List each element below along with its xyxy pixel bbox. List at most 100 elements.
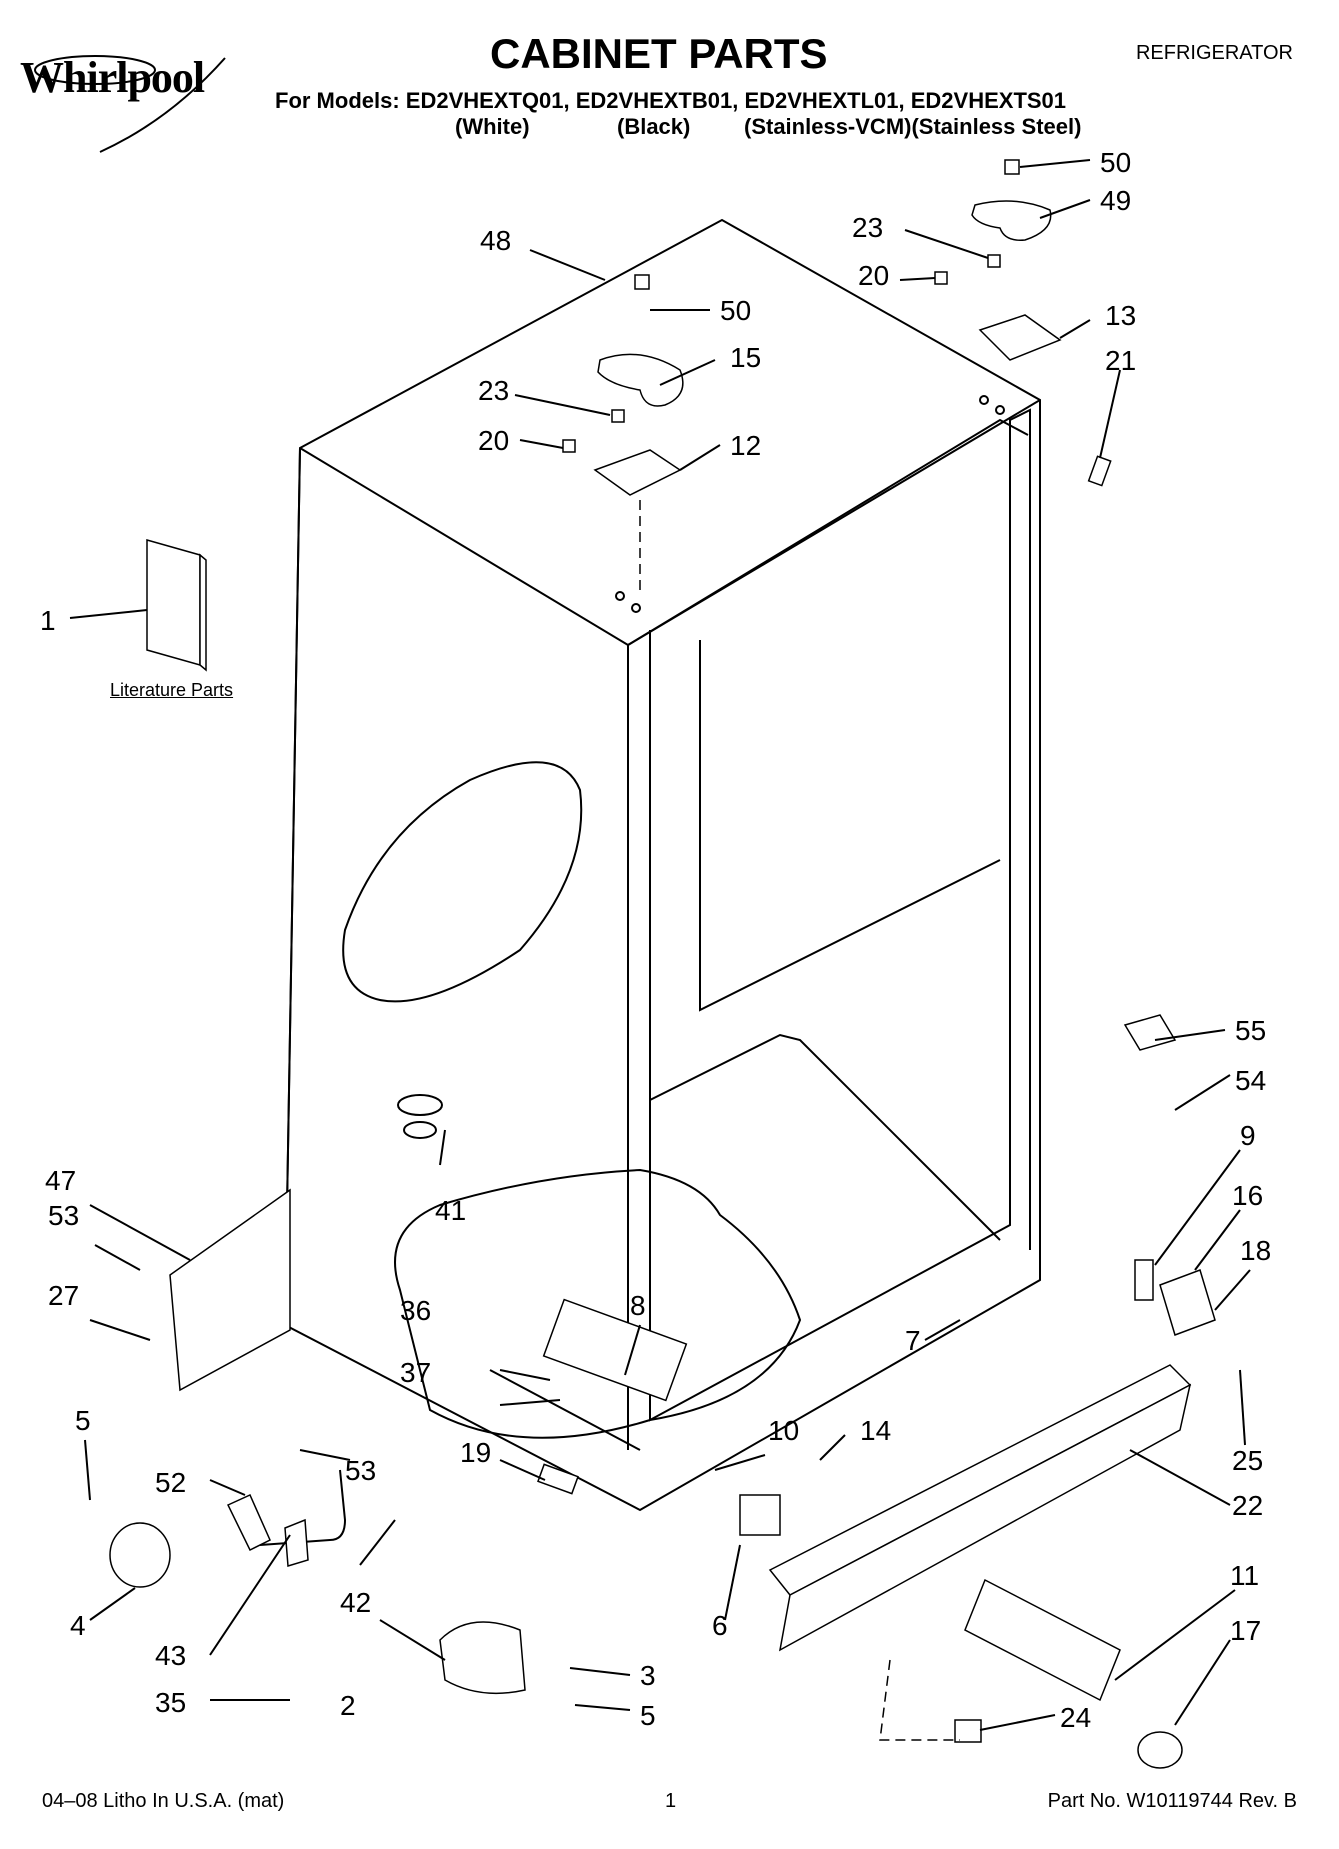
drain-tube-42 [259, 1469, 347, 1546]
hinge-hole [995, 405, 1005, 415]
hinge-cover-right [971, 200, 1052, 241]
callout-21: 21 [1105, 345, 1136, 376]
connector-19 [537, 1463, 579, 1495]
callout-27: 27 [48, 1280, 79, 1311]
cabinet-rear-edge [284, 447, 301, 1326]
callout-8: 8 [630, 1290, 646, 1321]
left-top-hinge-assembly [562, 274, 684, 590]
drain-grommet [397, 1094, 443, 1116]
callout-20-right: 20 [858, 260, 889, 291]
door-opening-frame [627, 408, 1031, 1450]
leader-arrows [69, 159, 1251, 1731]
filter-leader-line [879, 1659, 960, 1741]
callout-25: 25 [1232, 1445, 1263, 1476]
callout-11: 11 [1230, 1560, 1259, 1591]
footer-print-info: 04–08 Litho In U.S.A. (mat) [42, 1790, 285, 1812]
appliance-type: REFRIGERATOR [1135, 42, 1293, 64]
cabinet [283, 218, 1041, 1512]
callout-17: 17 [1230, 1615, 1261, 1646]
hinge-pin-21 [1087, 455, 1112, 487]
footer-part-number: Part No. W10119744 Rev. B [1047, 1790, 1297, 1812]
callout-1: 1 [40, 605, 56, 636]
callout-36: 36 [400, 1295, 431, 1326]
shim-9 [1134, 1259, 1154, 1301]
callout-37: 37 [400, 1357, 431, 1388]
literature-booklet [146, 539, 201, 666]
bracket-52 [226, 1494, 271, 1552]
hinge-hole [979, 395, 989, 405]
filter-cap-17 [1137, 1731, 1183, 1769]
screw-20-right [934, 271, 948, 285]
callout-50-right: 50 [1100, 147, 1131, 178]
callout-41: 41 [435, 1195, 466, 1226]
rear-cutaway [342, 761, 583, 1003]
callout-14: 14 [860, 1415, 891, 1446]
water-filter-11 [964, 1578, 1121, 1702]
screw-23-right [987, 254, 1001, 268]
filter-cover-24 [954, 1719, 982, 1743]
callout-50-left: 50 [720, 295, 751, 326]
screw-20-left [562, 439, 576, 453]
water-valve [542, 1298, 688, 1402]
callout-7: 7 [905, 1325, 921, 1356]
models-line: For Models: ED2VHEXTQ01, ED2VHEXTB01, ED… [275, 88, 1067, 113]
brand-swirl [34, 55, 156, 85]
callout-labels: 1 2 3 4 5 5 6 7 8 9 10 11 12 13 14 15 16… [40, 147, 1271, 1733]
callout-12: 12 [730, 430, 761, 461]
bracket-54 [1123, 1014, 1177, 1051]
screw-50-left [634, 274, 650, 290]
brand-swirl-tail [99, 57, 226, 153]
clip-43 [284, 1518, 309, 1567]
callout-5-bottom: 5 [640, 1700, 656, 1731]
right-top-hinge-assembly [934, 159, 1112, 487]
screw-23-left [611, 409, 625, 423]
hinge-cover-left [597, 353, 684, 407]
callout-53-bottom: 53 [345, 1455, 376, 1486]
water-line-37 [489, 1369, 641, 1451]
hinge-hole [631, 603, 641, 613]
callout-2: 2 [340, 1690, 356, 1721]
hinge-hole [615, 591, 625, 601]
cabinet-inner-liner [627, 418, 1029, 1012]
cabinet-outline [283, 218, 1041, 1512]
top-hinge-right [978, 314, 1062, 361]
callout-43: 43 [155, 1640, 186, 1671]
callout-52: 52 [155, 1467, 186, 1498]
top-hinge-left [593, 449, 682, 496]
rear-access-panel [169, 1188, 291, 1392]
callout-49: 49 [1100, 185, 1131, 216]
callout-9: 9 [1240, 1120, 1256, 1151]
literature-parts-label: Literature Parts [110, 680, 234, 700]
literature-booklet-spine [199, 553, 207, 672]
callout-53-left: 53 [48, 1200, 79, 1231]
callout-42: 42 [340, 1587, 371, 1618]
cabinet-floor [649, 1033, 1001, 1241]
callout-6: 6 [712, 1610, 728, 1641]
callout-5-left: 5 [75, 1405, 91, 1436]
bracket-6 [739, 1494, 781, 1536]
callout-19: 19 [460, 1437, 491, 1468]
callout-47: 47 [45, 1165, 76, 1196]
callout-13: 13 [1105, 300, 1136, 331]
callout-20-left: 20 [478, 425, 509, 456]
callout-18: 18 [1240, 1235, 1271, 1266]
callout-10: 10 [768, 1415, 799, 1446]
callout-23-right: 23 [852, 212, 883, 243]
callout-48: 48 [480, 225, 511, 256]
callout-23-left: 23 [478, 375, 509, 406]
cabinet-top-edge [299, 447, 629, 646]
roller-4 [109, 1522, 171, 1588]
footer-page-number: 1 [665, 1790, 677, 1812]
bottom-hinge-16 [1159, 1269, 1216, 1336]
screw-50-right [1004, 159, 1020, 175]
callout-16: 16 [1232, 1180, 1263, 1211]
model-color-stainless: (Stainless-VCM)(Stainless Steel) [744, 114, 1082, 139]
callout-24: 24 [1060, 1702, 1091, 1733]
model-color-black: (Black) [617, 114, 691, 139]
bottom-cutaway [394, 1168, 802, 1439]
callout-35: 35 [155, 1687, 186, 1718]
drain-grommet-base [403, 1121, 437, 1139]
callout-3: 3 [640, 1660, 656, 1691]
callout-4: 4 [70, 1610, 86, 1641]
